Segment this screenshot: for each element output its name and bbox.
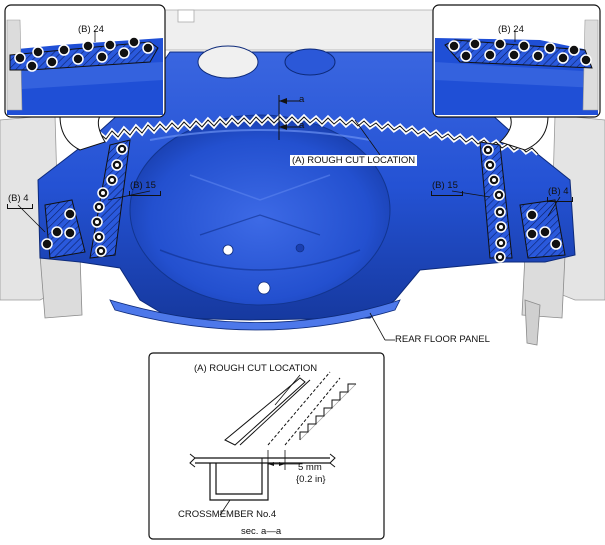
label-rear-floor-panel: REAR FLOOR PANEL xyxy=(395,334,490,345)
section-dimension-in: {0.2 in} xyxy=(296,474,326,485)
label-b15-left: (B) 15 xyxy=(130,180,156,191)
section-label-crossmember: CROSSMEMBER No.4 xyxy=(178,509,277,520)
zoom-connector-left xyxy=(59,115,106,151)
bracket-b4-right xyxy=(547,197,573,202)
section-dimension-mm: 5 mm xyxy=(298,462,322,473)
bracket-b15-right xyxy=(431,191,463,196)
spot-weld-points-main xyxy=(41,143,562,263)
section-mark-label-bottom: a xyxy=(299,120,305,131)
section-view-panel xyxy=(148,352,385,540)
label-b15-right: (B) 15 xyxy=(432,180,458,191)
detail-inset-left xyxy=(4,4,166,118)
label-b24-left: (B) 24 xyxy=(78,24,104,35)
bracket-b15-left xyxy=(129,191,161,196)
section-mark-label-top: a xyxy=(299,94,305,105)
section-caption: sec. a—a xyxy=(241,526,282,537)
label-b4-right: (B) 4 xyxy=(548,186,569,197)
section-label-rough-cut: (A) ROUGH CUT LOCATION xyxy=(194,363,318,374)
label-rough-cut-location: (A) ROUGH CUT LOCATION xyxy=(290,155,418,166)
section-marker-a xyxy=(278,95,300,140)
label-b24-right: (B) 24 xyxy=(498,24,524,35)
detail-inset-right xyxy=(432,4,601,118)
bracket-b4-left xyxy=(7,204,33,209)
label-b4-left: (B) 4 xyxy=(8,193,29,204)
zoom-connector-right xyxy=(499,115,549,151)
vehicle-body-outline xyxy=(0,9,605,346)
